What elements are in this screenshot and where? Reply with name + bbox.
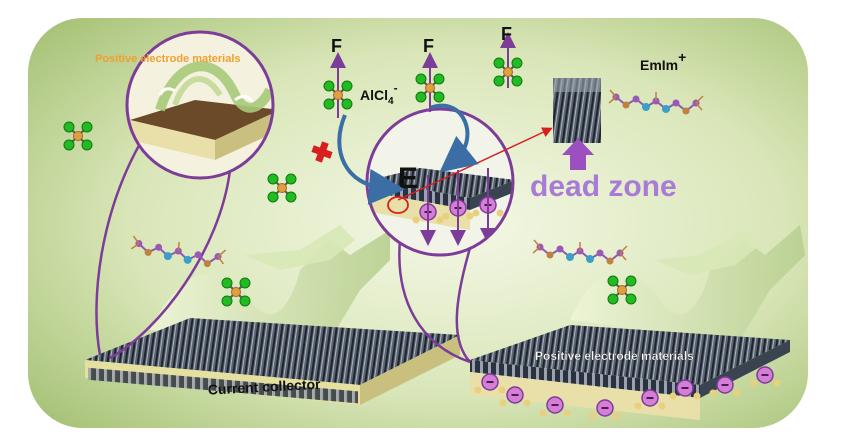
alcl4-label: AlCl4- xyxy=(360,81,398,107)
red-cross-icon xyxy=(311,141,333,163)
magnifier-circle-icon xyxy=(125,30,275,180)
force-arrow-3 xyxy=(493,32,523,88)
dead-zone-inset xyxy=(553,78,601,170)
positive-electrode-bottom-label: Positive electrode materials xyxy=(535,349,694,363)
force-f-label-3: F xyxy=(501,24,512,44)
zoom-circle-electrode xyxy=(365,107,515,257)
left-current-collector-group xyxy=(85,225,460,405)
force-f-label-2: F xyxy=(423,36,434,56)
field-e-label: E xyxy=(398,162,418,195)
emim-label: EmIm+ xyxy=(640,49,686,73)
right-electrode-group xyxy=(470,225,805,420)
current-collector-label: Current collector xyxy=(207,376,321,398)
force-arrow-1 xyxy=(323,52,353,118)
force-arrow-2 xyxy=(415,52,445,112)
positive-electrode-top-label: Positive electrode materials xyxy=(95,53,241,65)
dead-zone-label: dead zone xyxy=(530,170,677,203)
force-f-label-1: F xyxy=(331,36,342,56)
